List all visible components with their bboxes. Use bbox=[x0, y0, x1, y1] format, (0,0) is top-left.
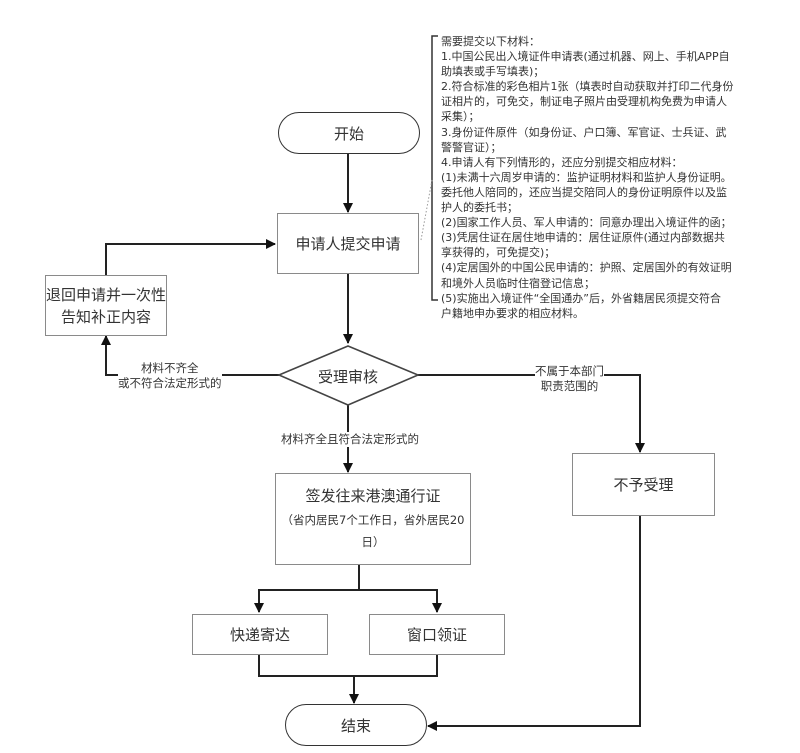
return-node: 退回申请并一次性 告知补正内容 bbox=[45, 275, 167, 336]
annotation-line: 2.符合标准的彩色相片1张（填表时自动获取并打印二代身份 bbox=[441, 80, 734, 94]
annotation-line: (4)定居国外的中国公民申请的：护照、定居国外的有效证明 bbox=[441, 261, 732, 275]
review-label: 受理审核 bbox=[318, 368, 379, 386]
annotation-line: 3.身份证件原件（如身份证、户口簿、军官证、士兵证、武 bbox=[441, 125, 727, 139]
edge-label-out-of-scope: 不属于本部门 职责范围的 bbox=[535, 364, 604, 394]
annotation-line: 委托他人陪同的，还应当提交陪同人的身份证明原件以及监 bbox=[441, 185, 727, 199]
edge-issue-to-express bbox=[254, 565, 360, 613]
edge-reject-to-end bbox=[427, 516, 641, 731]
annotation-line: 户籍地申办要求的相应材料。 bbox=[441, 306, 584, 320]
annotation-line: 护人的委托书； bbox=[441, 201, 518, 215]
decision-diamond bbox=[276, 345, 421, 406]
annotation-line: 警警官证）； bbox=[441, 140, 502, 154]
annotation-line: 和境外人员临时住宿登记信息； bbox=[441, 276, 595, 290]
edge-return-to-submit bbox=[105, 239, 276, 275]
edge-label-incomplete-line1: 材料不齐全 bbox=[141, 361, 199, 375]
return-label-line1: 退回申请并一次性 bbox=[46, 285, 167, 304]
annotation-bracket bbox=[431, 35, 438, 301]
annotation-connector bbox=[420, 179, 433, 241]
issue-note: （省内居民7个工作日，省外居民20日） bbox=[281, 513, 465, 549]
annotation-line: (2)国家工作人员、军人申请的：同意办理出入境证件的函； bbox=[441, 216, 732, 230]
annotation-line: (3)凭居住证在居住地申请的：居住证原件(通过内部数据共 bbox=[441, 231, 725, 245]
annotation-line: 助填表或手写填表)； bbox=[441, 65, 545, 79]
annotation-line: 享获得的，可免提交)； bbox=[441, 246, 556, 260]
annotation-line: (1)未满十六周岁申请的：监护证明材料和监护人身份证明。 bbox=[441, 170, 732, 184]
edge-label-complete: 材料齐全且符合法定形式的 bbox=[281, 432, 419, 447]
start-label: 开始 bbox=[333, 124, 364, 143]
issue-node: 签发往来港澳通行证 （省内居民7个工作日，省外居民20日） bbox=[275, 473, 471, 565]
annotation-line: 证相片的，可免交，制证电子照片由受理机构免费为申请人 bbox=[441, 95, 727, 109]
submit-node: 申请人提交申请 bbox=[277, 213, 419, 274]
window-node: 窗口领证 bbox=[369, 614, 505, 655]
end-node: 结束 bbox=[285, 704, 427, 746]
annotation-line: 需要提交以下材料： bbox=[441, 35, 540, 48]
annotation-line: (5)实施出入境证件“全国通办”后，外省籍居民须提交符合 bbox=[441, 291, 721, 305]
return-label-line2: 告知补正内容 bbox=[60, 307, 151, 326]
end-label: 结束 bbox=[340, 716, 371, 735]
edge-label-incomplete: 材料不齐全 或不符合法定形式的 bbox=[118, 361, 222, 391]
edge-label-complete-text: 材料齐全且符合法定形式的 bbox=[281, 432, 419, 446]
reject-label: 不予受理 bbox=[613, 475, 674, 494]
annotation-line: 1.中国公民出入境证件申请表(通过机器、网上、手机APP自 bbox=[441, 50, 730, 64]
reject-node: 不予受理 bbox=[572, 453, 715, 516]
window-label: 窗口领证 bbox=[406, 625, 467, 644]
edge-label-out-of-scope-line2: 职责范围的 bbox=[540, 379, 599, 393]
issue-label: 签发往来港澳通行证 bbox=[305, 487, 441, 505]
edge-review-to-reject bbox=[418, 374, 645, 453]
annotation-line: 采集）； bbox=[441, 110, 480, 124]
express-label: 快递寄达 bbox=[229, 625, 290, 644]
edge-label-incomplete-line2: 或不符合法定形式的 bbox=[118, 376, 222, 390]
edge-issue-to-window bbox=[359, 589, 442, 613]
annotation-line: 4.申请人有下列情形的，还应分别提交相应材料： bbox=[441, 155, 683, 169]
submit-label: 申请人提交申请 bbox=[295, 234, 401, 253]
required-materials-annotation: 需要提交以下材料： 1.中国公民出入境证件申请表(通过机器、网上、手机APP自助填… bbox=[441, 34, 761, 321]
edge-express-merge bbox=[258, 655, 438, 677]
start-node: 开始 bbox=[278, 112, 420, 154]
express-node: 快递寄达 bbox=[192, 614, 328, 655]
edge-label-out-of-scope-line1: 不属于本部门 bbox=[535, 364, 604, 378]
